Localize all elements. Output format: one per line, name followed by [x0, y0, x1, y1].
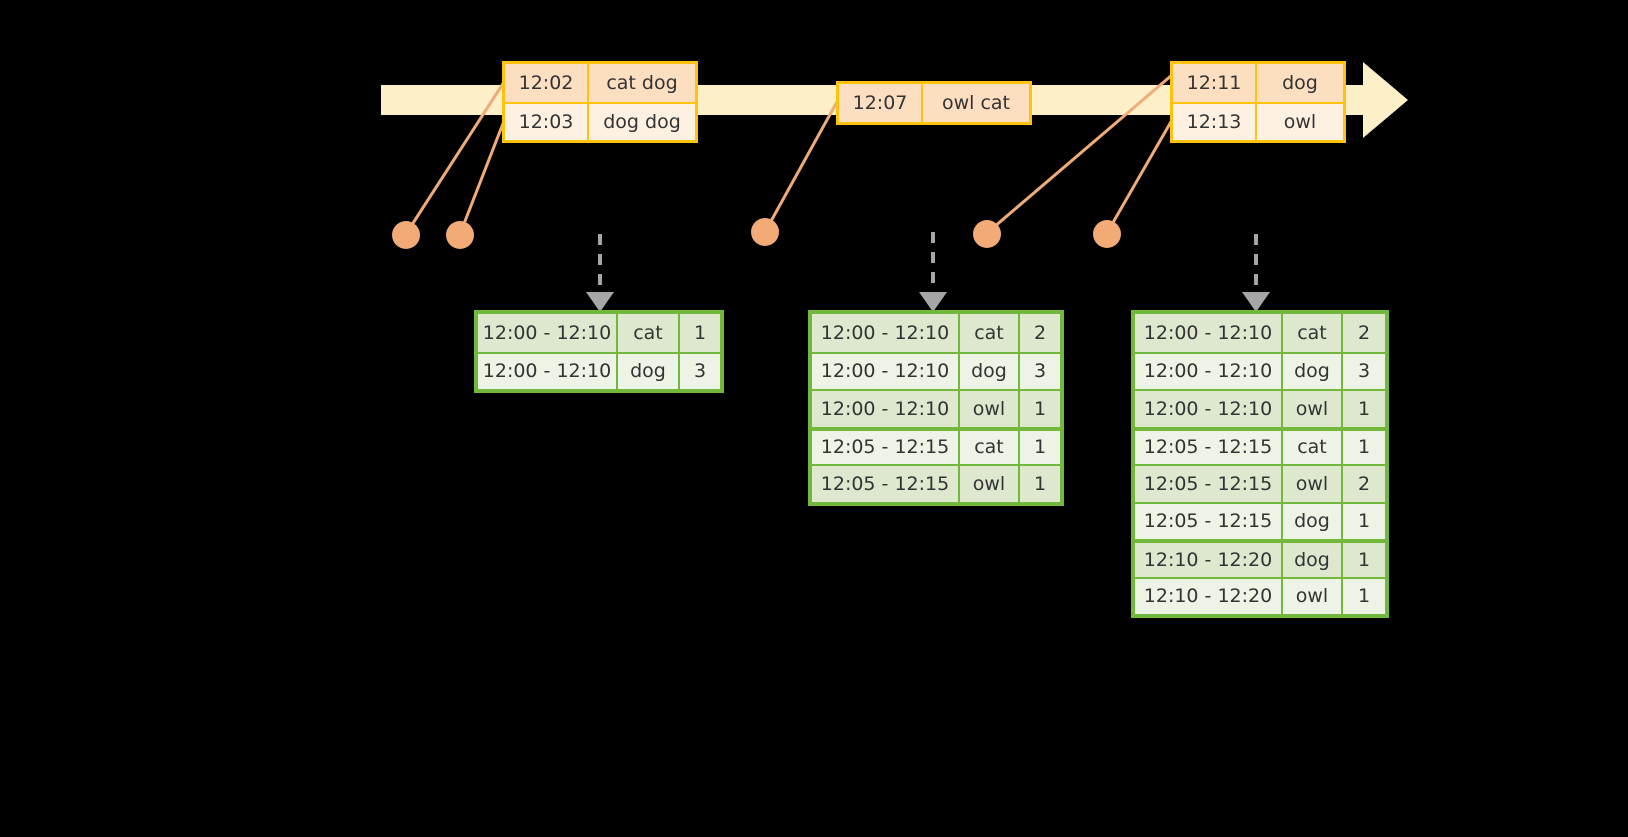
cell-key: dog [1283, 503, 1343, 539]
cell-count: 1 [680, 314, 720, 352]
cell-key: dog [618, 353, 680, 389]
cell-key: dog [1283, 353, 1343, 389]
connector-line-1 [404, 81, 506, 235]
processing-dots [392, 218, 1121, 249]
emit-arrow-head-3 [1242, 292, 1270, 312]
processing-dot-2 [446, 221, 474, 249]
table-row[interactable]: 12:05 - 12:15 owl 1 [812, 464, 1060, 502]
cell-count: 2 [1343, 314, 1385, 352]
cell-count: 1 [1343, 430, 1385, 464]
cell-count: 1 [1343, 578, 1385, 614]
cell-window: 12:05 - 12:15 [1135, 430, 1283, 464]
cell-key: dog [1283, 543, 1343, 577]
cell-window: 12:00 - 12:10 [1135, 391, 1283, 427]
result-table-3: 12:00 - 12:10 cat 2 12:00 - 12:10 dog 3 … [1131, 310, 1389, 618]
cell-window: 12:10 - 12:20 [1135, 543, 1283, 577]
processing-dot-5 [1093, 220, 1121, 248]
cell-count: 1 [1343, 503, 1385, 539]
emit-arrow-head-1 [586, 292, 614, 312]
cell-count: 1 [1020, 430, 1060, 464]
event-time: 12:03 [505, 104, 589, 140]
result-table-2: 12:00 - 12:10 cat 2 12:00 - 12:10 dog 3 … [808, 310, 1064, 506]
cell-window: 12:00 - 12:10 [1135, 314, 1283, 352]
table-row[interactable]: 12:05 - 12:15 owl 2 [1135, 464, 1385, 502]
table-row[interactable]: 12:00 - 12:10 cat 2 [1135, 314, 1385, 352]
cell-key: cat [960, 430, 1020, 464]
connector-line-5 [1105, 119, 1174, 234]
cell-count: 3 [1343, 353, 1385, 389]
cell-window: 12:00 - 12:10 [1135, 353, 1283, 389]
event-time: 12:02 [505, 64, 589, 102]
table-row[interactable]: 12:10 - 12:20 owl 1 [1135, 576, 1385, 614]
cell-count: 3 [1020, 353, 1060, 389]
event-row[interactable]: 12:07 owl cat [839, 84, 1029, 122]
table-row[interactable]: 12:00 - 12:10 dog 3 [478, 351, 720, 389]
event-group-3: 12:11 dog 12:13 owl [1170, 61, 1346, 143]
event-group-2: 12:07 owl cat [836, 81, 1032, 125]
cell-key: owl [1283, 466, 1343, 502]
cell-window: 12:00 - 12:10 [812, 353, 960, 389]
emit-arrows [598, 232, 1258, 292]
cell-window: 12:05 - 12:15 [1135, 466, 1283, 502]
cell-window: 12:10 - 12:20 [1135, 578, 1283, 614]
emit-arrow-head-2 [919, 292, 947, 312]
event-text: owl cat [923, 84, 1029, 122]
event-row[interactable]: 12:03 dog dog [505, 102, 695, 140]
cell-count: 3 [680, 353, 720, 389]
cell-count: 1 [1020, 391, 1060, 427]
event-text: dog dog [589, 104, 695, 140]
emit-arrow-heads [586, 292, 1270, 312]
event-time: 12:11 [1173, 64, 1257, 102]
table-row[interactable]: 12:05 - 12:15 cat 1 [812, 426, 1060, 464]
cell-window: 12:00 - 12:10 [478, 353, 618, 389]
table-row[interactable]: 12:00 - 12:10 dog 3 [1135, 351, 1385, 389]
result-table-1: 12:00 - 12:10 cat 1 12:00 - 12:10 dog 3 [474, 310, 724, 393]
connector-line-3 [763, 99, 840, 233]
cell-key: dog [960, 353, 1020, 389]
cell-window: 12:00 - 12:10 [812, 391, 960, 427]
cell-count: 1 [1343, 543, 1385, 577]
event-row[interactable]: 12:13 owl [1173, 102, 1343, 140]
event-row[interactable]: 12:02 cat dog [505, 64, 695, 102]
cell-window: 12:00 - 12:10 [478, 314, 618, 352]
table-row[interactable]: 12:10 - 12:20 dog 1 [1135, 539, 1385, 577]
event-text: dog [1257, 64, 1343, 102]
cell-key: cat [1283, 430, 1343, 464]
cell-count: 2 [1343, 466, 1385, 502]
cell-window: 12:05 - 12:15 [1135, 503, 1283, 539]
cell-count: 1 [1343, 391, 1385, 427]
cell-window: 12:05 - 12:15 [812, 466, 960, 502]
table-row[interactable]: 12:00 - 12:10 cat 2 [812, 314, 1060, 352]
cell-key: cat [618, 314, 680, 352]
event-time: 12:07 [839, 84, 923, 122]
connector-line-2 [458, 120, 506, 235]
cell-count: 2 [1020, 314, 1060, 352]
processing-dot-3 [751, 218, 779, 246]
event-text: owl [1257, 104, 1343, 140]
table-row[interactable]: 12:00 - 12:10 dog 3 [812, 351, 1060, 389]
event-row[interactable]: 12:11 dog [1173, 64, 1343, 102]
cell-key: owl [960, 466, 1020, 502]
table-row[interactable]: 12:00 - 12:10 owl 1 [812, 389, 1060, 427]
table-row[interactable]: 12:05 - 12:15 cat 1 [1135, 426, 1385, 464]
cell-count: 1 [1020, 466, 1060, 502]
cell-key: owl [1283, 578, 1343, 614]
cell-window: 12:00 - 12:10 [812, 314, 960, 352]
event-time: 12:13 [1173, 104, 1257, 140]
cell-key: cat [960, 314, 1020, 352]
cell-key: owl [1283, 391, 1343, 427]
processing-dot-4 [973, 220, 1001, 248]
event-group-1: 12:02 cat dog 12:03 dog dog [502, 61, 698, 143]
table-row[interactable]: 12:05 - 12:15 dog 1 [1135, 501, 1385, 539]
cell-window: 12:05 - 12:15 [812, 430, 960, 464]
table-row[interactable]: 12:00 - 12:10 owl 1 [1135, 389, 1385, 427]
processing-dot-1 [392, 221, 420, 249]
cell-key: owl [960, 391, 1020, 427]
table-row[interactable]: 12:00 - 12:10 cat 1 [478, 314, 720, 352]
cell-key: cat [1283, 314, 1343, 352]
event-text: cat dog [589, 64, 695, 102]
